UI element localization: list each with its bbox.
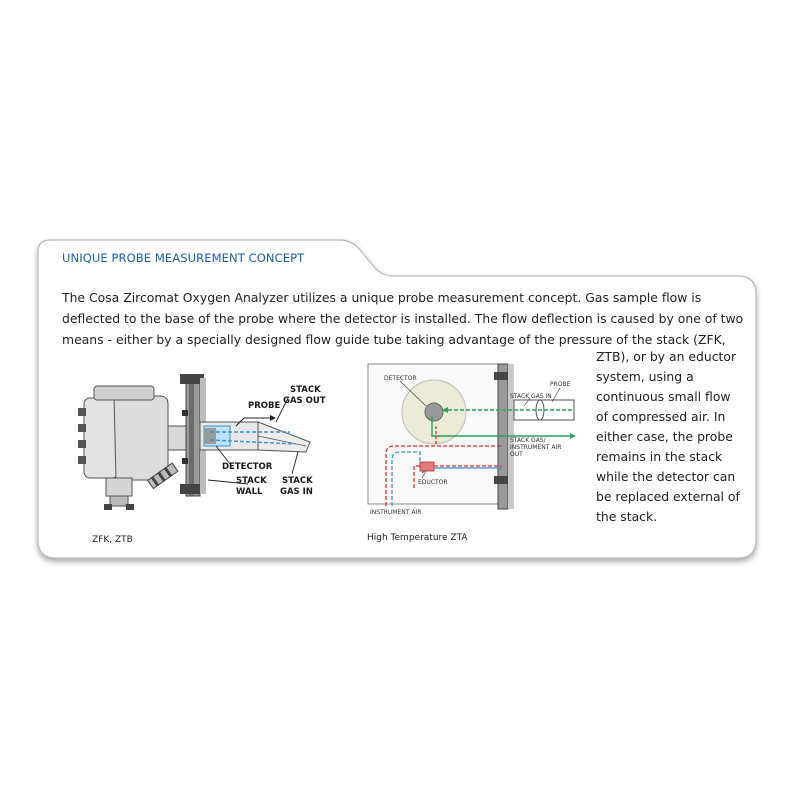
label-stack-gas-out-1: STACK [290, 385, 321, 395]
intro-line: The Cosa Zircomat Oxygen Analyzer utiliz… [62, 290, 702, 305]
intro-line: means - either by a specially designed f… [62, 332, 726, 347]
section-title: UNIQUE PROBE MEASUREMENT CONCEPT [62, 251, 305, 265]
label-stack-gas-in-1: STACK [282, 476, 313, 486]
zfk-ztb-probe-diagram: STACK GAS OUT PROBE DETECTOR STACK WALL … [78, 374, 326, 510]
side-line: the stack. [596, 509, 658, 524]
side-line: of compressed air. In [596, 409, 726, 424]
side-line: while the detector can [596, 469, 736, 484]
intro-line: deflected to the base of the probe where… [62, 311, 744, 326]
label-stack-gas-air-out-2: INSTRUMENT AIR [510, 444, 561, 451]
label-stack-gas-air-out-1: STACK GAS/ [510, 437, 547, 444]
label-instrument-air: INSTRUMENT AIR [370, 509, 421, 516]
label-stack-wall-2: WALL [236, 487, 263, 497]
label-probe: PROBE [248, 401, 280, 411]
label-stack-gas-in-2: GAS IN [280, 487, 313, 497]
label-eductor: EDUCTOR [418, 479, 448, 486]
side-line: continuous small flow [596, 389, 731, 404]
side-paragraph: ZTB), or by an eductor system, using a c… [596, 347, 746, 527]
label-stack-gas-air-out-3: OUT [510, 451, 523, 458]
eductor-body [419, 461, 435, 472]
caption-zfk-ztb: ZFK, ZTB [92, 535, 133, 545]
side-line: system, using a [596, 369, 694, 384]
side-line: ZTB), or by an eductor [596, 349, 737, 364]
label-stack-gas-out-2: GAS OUT [283, 396, 326, 406]
side-line: either case, the probe [596, 429, 733, 444]
probe-body [199, 415, 311, 453]
label-stack-gas-in: STACK GAS IN [510, 393, 552, 400]
caption-high-temperature-zta: High Temperature ZTA [367, 533, 468, 543]
label-detector: DETECTOR [222, 462, 273, 472]
label-detector: DETECTOR [384, 375, 417, 382]
cable-gland [146, 462, 179, 490]
side-line: remains in the stack [596, 449, 723, 464]
side-line: be replaced external of [596, 489, 740, 504]
label-stack-wall-1: STACK [236, 476, 267, 486]
label-probe: PROBE [550, 381, 571, 388]
zta-eductor-diagram: DETECTOR STACK GAS IN PROBE STACK GAS/ I… [367, 363, 576, 516]
intro-paragraph: The Cosa Zircomat Oxygen Analyzer utiliz… [62, 287, 744, 350]
converter-housing [78, 385, 187, 510]
